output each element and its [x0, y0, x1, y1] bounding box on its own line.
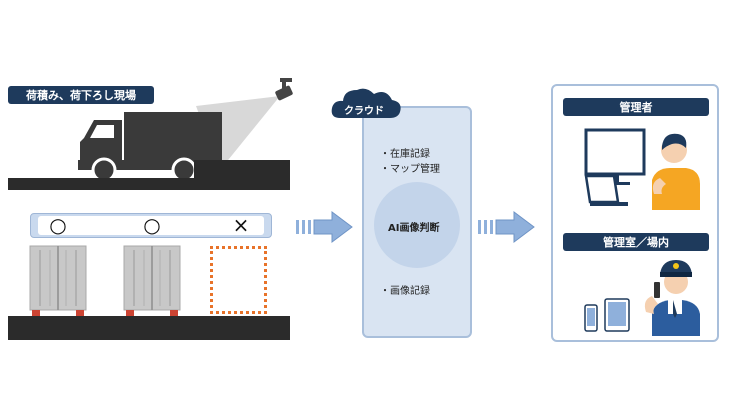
flow-arrow-2: [478, 211, 535, 243]
cloud-item-map: ・マップ管理: [380, 164, 440, 175]
status-mark-ok-2: ○: [143, 213, 161, 237]
site-title-label: 荷積み、荷下ろし現場: [8, 86, 154, 104]
cloud-item-image: ・画像記録: [380, 286, 430, 297]
flow-arrow-1: [296, 211, 353, 243]
cloud-center-ai: AI画像判断: [388, 223, 440, 234]
cloud-title: クラウド: [344, 106, 384, 117]
trailer-icon-1: [29, 245, 87, 316]
room-label-box: 管理室／場内: [563, 233, 709, 251]
tablet-icon: [604, 298, 630, 332]
admin-label: 管理者: [619, 101, 653, 114]
camera-icon: [275, 78, 293, 101]
guard-icon: [644, 260, 700, 338]
road-ground: [8, 178, 194, 190]
ai-circle: [374, 182, 460, 268]
cloud-icon: [331, 88, 401, 118]
guard-floor: [638, 336, 714, 338]
trailer-icon-2: [123, 245, 181, 316]
admin-label-box: 管理者: [563, 98, 709, 116]
site-title: 荷積み、荷下ろし現場: [26, 89, 136, 102]
admin-workstation-icon: [584, 128, 700, 210]
status-mark-ok-1: ○: [49, 213, 67, 237]
smartphone-icon: [584, 304, 598, 332]
destination-panel: [551, 84, 719, 342]
loading-dock: [194, 160, 290, 190]
status-mark-ng: ×: [232, 213, 250, 237]
empty-slot-highlight: [210, 246, 267, 314]
cloud-item-inventory: ・在庫記録: [380, 149, 430, 160]
status-bar-inner: [38, 216, 264, 235]
room-label: 管理室／場内: [603, 236, 669, 249]
dock-floor: [8, 316, 290, 340]
